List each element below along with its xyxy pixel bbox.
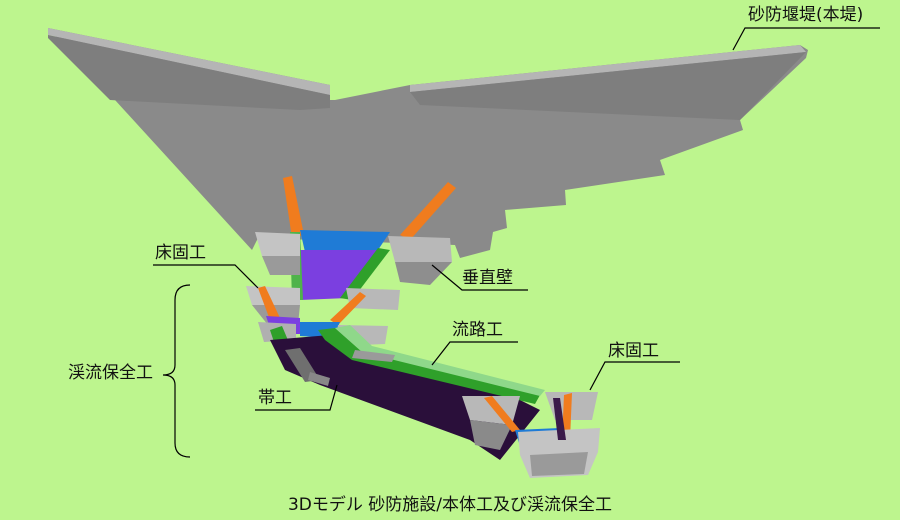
label-vertical-wall: 垂直壁 xyxy=(462,268,513,288)
label-channel-works: 流路工 xyxy=(452,320,503,340)
label-floor-top: 床固工 xyxy=(155,243,206,263)
upper-structure xyxy=(255,176,456,310)
floor-structure-lower xyxy=(462,392,600,478)
main-dam xyxy=(48,28,808,258)
label-stream-protection: 渓流保全工 xyxy=(68,363,153,383)
label-floor-bottom: 床固工 xyxy=(608,341,659,361)
label-band-works: 帯工 xyxy=(258,388,292,408)
leader-lines xyxy=(153,27,880,458)
caption: 3Dモデル 砂防施設/本体工及び渓流保全工 xyxy=(287,495,613,515)
label-main-dam: 砂防堰堤(本堤) xyxy=(748,5,864,25)
